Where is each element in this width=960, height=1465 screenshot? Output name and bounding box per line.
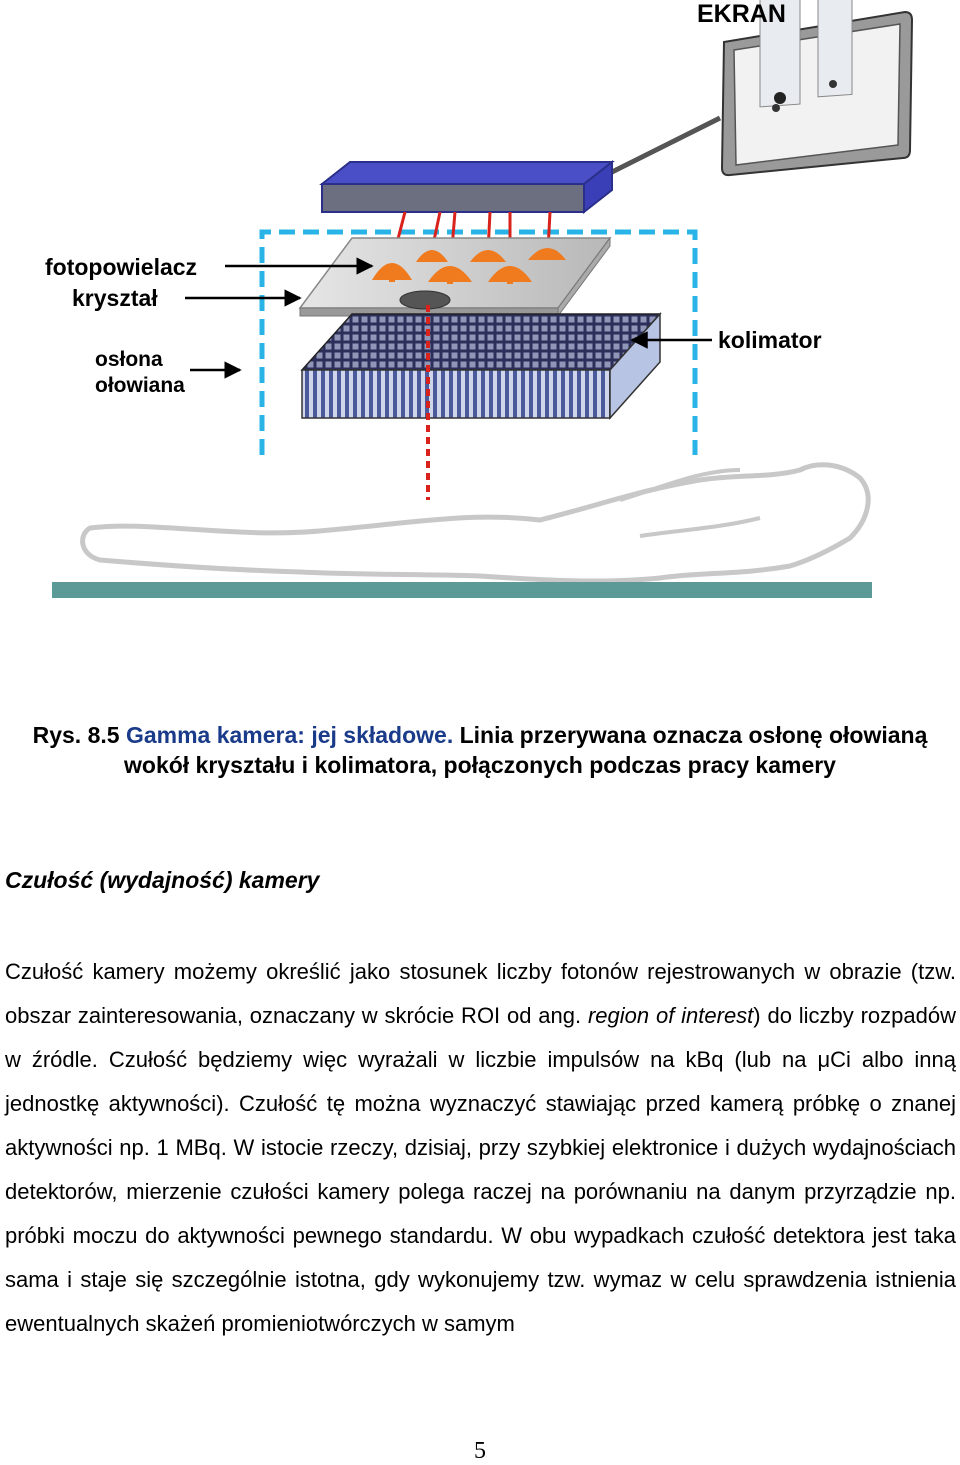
page-number: 5 (474, 1438, 486, 1464)
caption-title: Gamma kamera: jej składowe. (125, 722, 454, 748)
shield-label-line2: ołowiana (95, 374, 185, 397)
caption-description: Linia przerywana oznacza osłonę ołowianą… (124, 722, 928, 778)
collimator-block (300, 312, 662, 420)
body-paragraph: Czułość kamery możemy określić jako stos… (5, 950, 956, 1346)
shield-label-line1: osłona (95, 348, 163, 371)
crystal-label: kryształ (72, 285, 158, 311)
collimator-label: kolimator (718, 327, 822, 353)
gamma-camera-diagram: EKRAN (45, 0, 914, 598)
figure-caption: Rys. 8.5 Gamma kamera: jej składowe. Lin… (0, 720, 960, 780)
paragraph-part-2: ) do liczby rozpadów w źródle. Czułość b… (5, 1003, 956, 1336)
photomultiplier-label: fotopowielacz (45, 254, 197, 280)
scan-image-right (817, 0, 853, 98)
examination-table (52, 582, 872, 598)
electronics-box (319, 159, 615, 215)
scan-image-left (759, 0, 801, 108)
screen-label: EKRAN (697, 0, 786, 28)
lead-shield-outline (259, 229, 698, 455)
cable (598, 115, 722, 181)
crystal-hole (399, 290, 451, 310)
paragraph-emphasis: region of interest (587, 1003, 754, 1028)
screen-monitor (720, 0, 914, 177)
photomultipliers (372, 248, 566, 284)
section-heading: Czułość (wydajność) kamery (5, 867, 320, 893)
paragraph-part-1: Czułość kamery możemy określić jako stos… (5, 959, 956, 1028)
caption-number: Rys. 8.5 (32, 722, 126, 748)
patient-silhouette (80, 462, 871, 584)
